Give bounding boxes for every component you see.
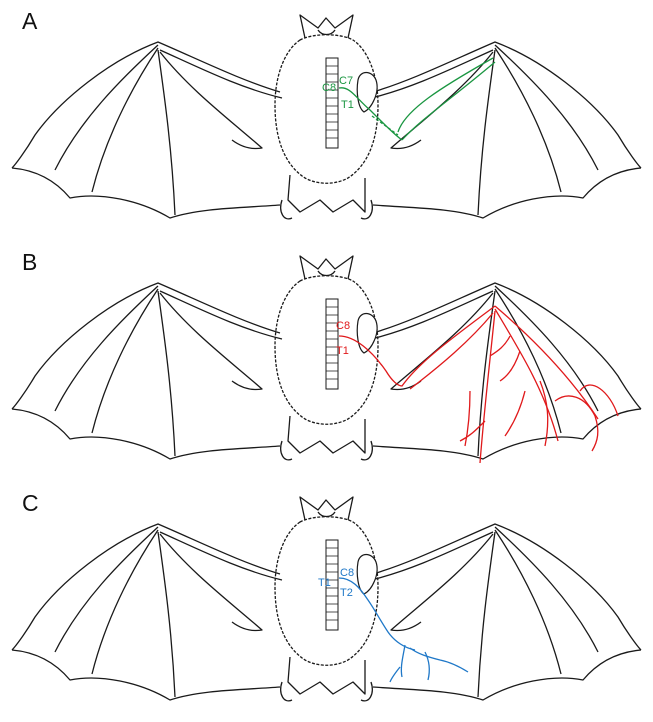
spinal-column: [326, 299, 338, 389]
body-tag: [357, 555, 377, 595]
label-t1: T1: [341, 99, 354, 111]
panel-c: C T1 C8 T2: [0, 482, 653, 720]
label-t1: T1: [336, 345, 349, 357]
body-tag: [357, 73, 377, 113]
bat-diagram-a: C8 C7 T1: [0, 0, 653, 238]
label-c8: C8: [322, 82, 336, 94]
label-c7: C7: [339, 75, 353, 87]
label-t2: T2: [340, 587, 353, 599]
panel-b: B C8 T1: [0, 241, 653, 479]
body-tag: [357, 314, 377, 354]
label-c8: C8: [340, 567, 354, 579]
panel-a: A C8 C7 T1: [0, 0, 653, 238]
spinal-column: [326, 58, 338, 148]
label-t1: T1: [318, 577, 331, 589]
label-c8: C8: [336, 320, 350, 332]
bat-diagram-b: C8 T1: [0, 241, 653, 479]
bat-diagram-c: T1 C8 T2: [0, 482, 653, 720]
